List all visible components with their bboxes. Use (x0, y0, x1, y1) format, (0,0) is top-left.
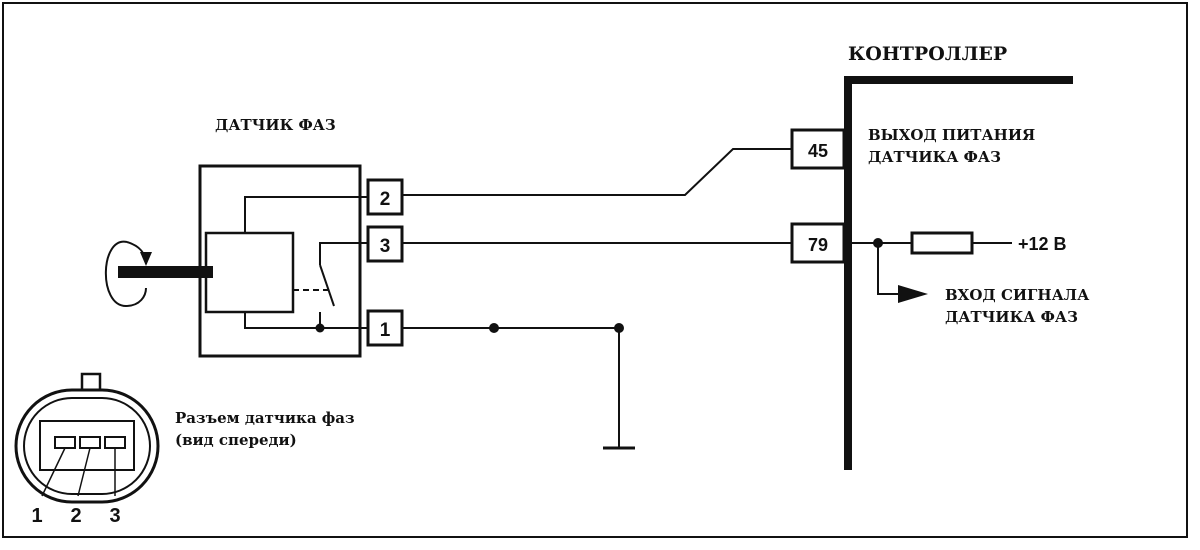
signal-input-wire (877, 243, 900, 295)
rotation-arrow-icon (104, 240, 147, 308)
sensor-internal-wire-pin2 (244, 196, 368, 233)
power-output-label-line1: ВЫХОД ПИТАНИЯ (868, 126, 1035, 144)
sensor-shaft (118, 266, 213, 278)
signal-input-label-line1: ВХОД СИГНАЛА (945, 286, 1090, 304)
sensor-pin-3-label: 3 (380, 236, 391, 257)
sensor-switch-contact (319, 264, 335, 307)
wire-pin2-to-45 (402, 148, 792, 196)
connector-terminal-3 (104, 436, 126, 449)
sensor-pin-3 (366, 225, 404, 263)
harness-wires (402, 148, 792, 450)
controller-pin-79-label: 79 (808, 235, 828, 255)
leader-line-1 (41, 447, 66, 497)
sensor-connector-view: 1 2 3 Разъем датчика фаз (вид спереди) (14, 372, 355, 527)
supply-voltage-label: +12 В (1018, 234, 1067, 254)
diagram-frame (2, 2, 1188, 538)
controller-pin-45 (790, 128, 846, 170)
controller-pin-79 (790, 222, 846, 264)
signal-input-arrow (898, 285, 928, 303)
sensor-title: ДАТЧИК ФАЗ (215, 116, 336, 134)
connector-pin-label-1: 1 (31, 505, 42, 527)
connector-caption-line2: (вид спереди) (175, 431, 297, 449)
leader-line-2 (77, 447, 91, 497)
sensor-pin-1-label: 1 (380, 320, 391, 341)
connector-terminal-2 (79, 436, 101, 449)
sensor-ground-junction-dot (315, 323, 325, 333)
sensor-internal-wire-pin1 (244, 312, 368, 329)
connector-pin-label-2: 2 (70, 505, 81, 527)
rotation-arrowhead-icon (140, 252, 152, 266)
sensor-pin-2-label: 2 (380, 189, 391, 210)
controller-pin-45-label: 45 (808, 141, 828, 161)
sensor-hall-element (204, 231, 295, 314)
connector-caption-line1: Разъем датчика фаз (175, 409, 355, 427)
ground-wire-dot (489, 323, 499, 333)
controller-title: КОНТРОЛЛЕР (848, 43, 1007, 65)
connector-pin-cavity (39, 420, 135, 471)
sensor-pin-2 (366, 178, 404, 216)
connector-inner-shell (23, 397, 151, 495)
power-output-label-line2: ДАТЧИКА ФАЗ (868, 148, 1001, 166)
signal-input-label-line2: ДАТЧИКА ФАЗ (945, 308, 1078, 326)
phase-sensor-block: ДАТЧИК ФАЗ 2 3 1 (104, 116, 404, 358)
pullup-resistor (910, 231, 974, 255)
sensor-internal-wire-pin3 (319, 242, 368, 265)
connector-pin-label-3: 3 (109, 505, 120, 527)
controller-block: КОНТРОЛЛЕР 45 79 ВЫХОД ПИТАНИЯ ДАТЧИКА Ф… (790, 43, 1090, 470)
connector-terminal-1 (54, 436, 76, 449)
